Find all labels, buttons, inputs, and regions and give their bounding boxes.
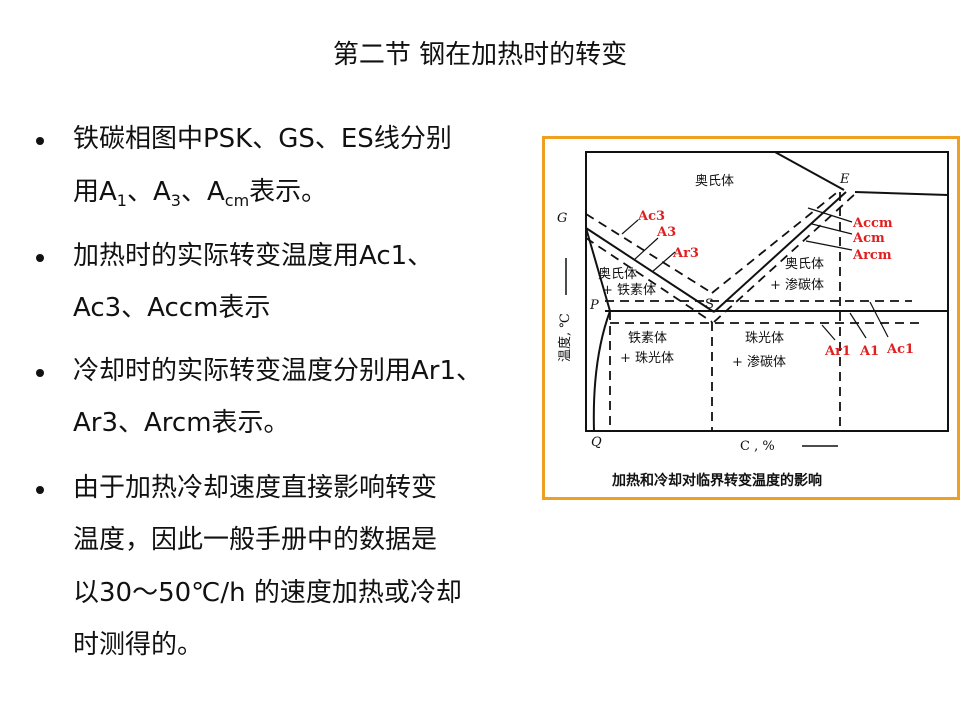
bullet-dot [36, 369, 44, 377]
leader-ac1 [869, 301, 889, 338]
leader-arcm [805, 240, 853, 251]
text-segment: 用A [73, 177, 117, 207]
slide-title: 第二节 钢在加热时的转变 [332, 40, 628, 70]
line-ar3 [585, 237, 713, 323]
leader-a1 [849, 312, 867, 339]
fe-c-diagram-figure: 奥氏体 奥氏体 + 铁素体 奥氏体 + 渗碳体 铁素体 + 珠光体 珠光体 + … [542, 136, 960, 500]
figure-caption: 加热和冷却对临界转变温度的影响 [611, 472, 822, 489]
leader-ar3 [651, 251, 676, 273]
leader-ar1 [821, 324, 836, 341]
label-ar3: Ar3 [672, 246, 699, 261]
point-g: G [557, 211, 567, 226]
bullet-4-line-4: 时测得的。 [73, 630, 204, 660]
bullet-dot [36, 254, 44, 262]
label-a1: A1 [859, 344, 879, 359]
leader-a3 [634, 237, 659, 260]
region-label: + 渗碳体 [732, 355, 786, 370]
line-gp [585, 227, 611, 312]
subscript: cm [224, 191, 250, 210]
leader-acm [811, 223, 853, 235]
diagram-frame [585, 151, 949, 432]
region-label: + 渗碳体 [770, 278, 824, 293]
bullet-1-line-1: 铁碳相图中PSK、GS、ES线分别 [73, 124, 452, 154]
label-arcm: Arcm [852, 248, 892, 263]
text-segment: 、A [126, 177, 171, 207]
line-top-e [774, 151, 845, 191]
bullet-3-line-1: 冷却时的实际转变温度分别用Ar1、 [73, 356, 483, 386]
bullet-4-line-3: 以30～50℃/h 的速度加热或冷却 [73, 578, 462, 608]
y-axis-label: 温度, ℃ [557, 313, 573, 362]
region-label: 铁素体 [628, 331, 667, 346]
line-e-right [854, 191, 949, 196]
line-gs-solid [585, 227, 715, 313]
line-pq [592, 310, 611, 432]
bullet-dot [36, 486, 44, 494]
label-ar1: Ar1 [824, 344, 851, 359]
point-s: S [705, 297, 714, 312]
label-a3: A3 [656, 225, 676, 240]
bullet-4-line-2: 温度，因此一般手册中的数据是 [73, 525, 438, 555]
line-accm [711, 189, 841, 294]
bullet-4-line-1: 由于加热冷却速度直接影响转变 [73, 473, 438, 503]
bullet-3-line-2: Ar3、Arcm表示。 [73, 408, 290, 438]
label-ac1: Ac1 [886, 342, 914, 357]
region-label: 奥氏体 [598, 267, 637, 282]
line-se-solid [713, 191, 847, 313]
region-label: 珠光体 [745, 331, 784, 346]
bullet-dot [36, 137, 44, 145]
region-label: + 铁素体 [602, 283, 656, 298]
leader-ac3 [621, 219, 639, 235]
bullet-2-line-2: Ac3、Accm表示 [73, 293, 271, 323]
line-ac3 [585, 213, 713, 294]
subscript: 1 [116, 191, 127, 210]
label-acm: Acm [852, 231, 885, 246]
region-label: + 珠光体 [620, 351, 674, 366]
text-segment: 、A [180, 177, 225, 207]
leader-accm [807, 207, 853, 223]
label-ac3: Ac3 [637, 209, 665, 224]
point-p: P [589, 298, 599, 313]
label-accm: Accm [852, 216, 893, 231]
point-e: E [839, 172, 850, 187]
point-q: Q [591, 435, 602, 450]
x-axis-label: C , % [740, 439, 775, 454]
text-segment: 表示。 [249, 177, 328, 207]
region-austenite: 奥氏体 [695, 174, 734, 189]
bullet-2-line-1: 加热时的实际转变温度用Ac1、 [73, 241, 434, 271]
region-label: 奥氏体 [785, 257, 824, 272]
bullet-1-line-2: 用A1、A3、Acm表示。 [73, 175, 327, 218]
phase-diagram: 奥氏体 奥氏体 + 铁素体 奥氏体 + 渗碳体 铁素体 + 珠光体 珠光体 + … [557, 151, 949, 489]
subscript: 3 [170, 191, 181, 210]
